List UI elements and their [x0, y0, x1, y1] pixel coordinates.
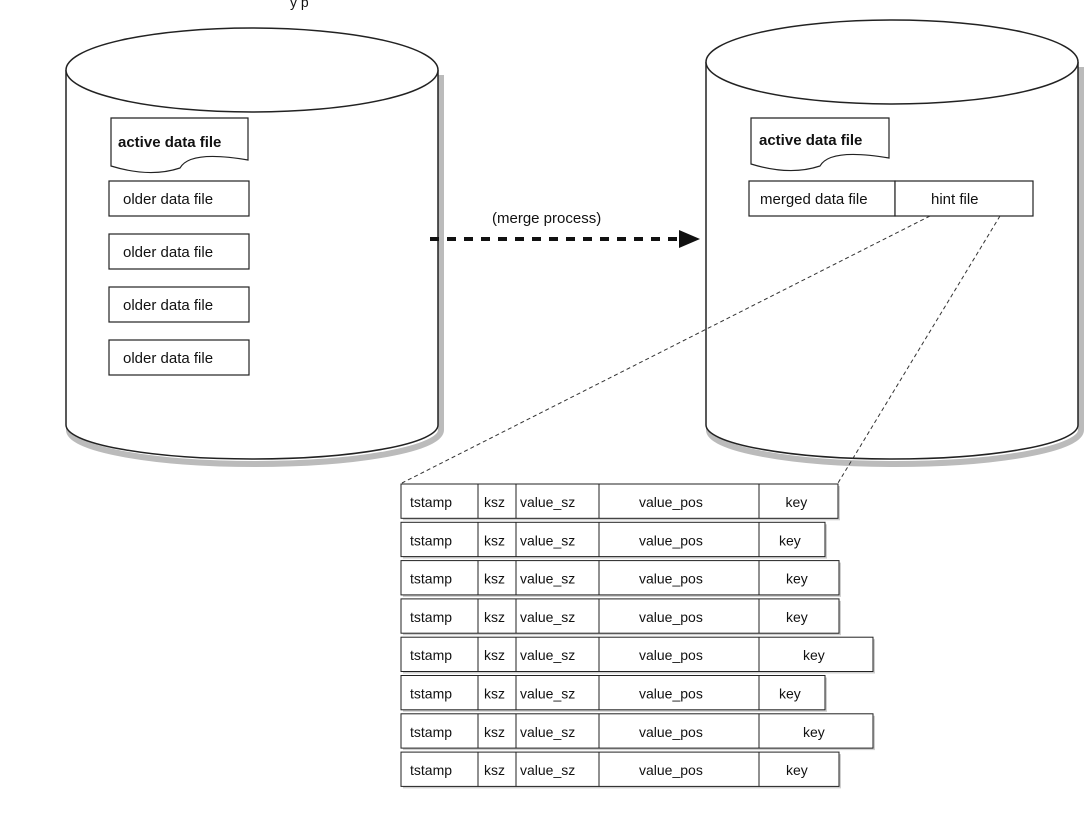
hint-table-cell-value-sz: value_sz [520, 571, 575, 587]
hint-table-cell-tstamp: tstamp [410, 609, 452, 625]
hint-file [894, 180, 1034, 217]
hint-table-cell-ksz: ksz [484, 686, 505, 702]
merged-data-file-label: merged data file [760, 191, 868, 208]
hint-table-row-box [400, 521, 826, 558]
hint-table-row: tstamp ksz value_sz value_pos key [400, 636, 875, 674]
hint-connector-right [837, 215, 1001, 484]
right-data-store: active data file merged data file hint f… [705, 19, 1084, 467]
hint-table-row: tstamp ksz value_sz value_pos key [400, 521, 827, 559]
hint-table-row: tstamp ksz value_sz value_pos key [400, 675, 827, 712]
hint-table-cell-value-pos: value_pos [639, 532, 703, 548]
left-active-file-shape [110, 117, 249, 174]
hint-table-cell-ksz: ksz [484, 609, 505, 625]
left-older-file-4 [108, 339, 250, 376]
merge-arrow-head [679, 230, 700, 248]
header-partial-text: y p [290, 0, 309, 10]
hint-table-cell-value-pos: value_pos [639, 494, 703, 510]
hint-table-cell-value-sz: value_sz [520, 494, 575, 510]
left-older-file-3-label: older data file [123, 297, 213, 314]
hint-table-row-box [400, 560, 840, 596]
hint-table-cell-key: key [786, 609, 808, 625]
left-older-file-1-label: older data file [123, 191, 213, 208]
hint-table-cell-tstamp: tstamp [410, 686, 452, 702]
hint-table-cell-value-pos: value_pos [639, 609, 703, 625]
hint-table-row: tstamp ksz value_sz value_pos key [400, 751, 841, 789]
hint-file-label: hint file [931, 191, 979, 208]
hint-table-cell-value-pos: value_pos [639, 571, 703, 587]
hint-table-cell-value-pos: value_pos [639, 762, 703, 778]
hint-table-cell-value-sz: value_sz [520, 686, 575, 702]
left-data-store: active data file older data file older d… [65, 27, 444, 467]
left-older-file-4-label: older data file [123, 350, 213, 367]
hint-table-row-box [400, 751, 840, 787]
hint-table-row-box [400, 636, 874, 673]
hint-table-cell-ksz: ksz [484, 724, 505, 740]
hint-table-cell-tstamp: tstamp [410, 494, 452, 510]
hint-table-cell-ksz: ksz [484, 762, 505, 778]
right-active-file-label: active data file [759, 132, 862, 149]
hint-table-cell-value-pos: value_pos [639, 647, 703, 663]
left-active-file-label: active data file [118, 134, 221, 151]
hint-table-cell-value-sz: value_sz [520, 532, 575, 548]
hint-table-cell-key: key [786, 762, 808, 778]
left-older-file-1 [108, 180, 250, 217]
hint-table-cell-ksz: ksz [484, 494, 505, 510]
hint-table-cell-key: key [786, 571, 808, 587]
hint-table-row: tstamp ksz value_sz value_pos key [400, 483, 840, 521]
hint-table-cell-value-pos: value_pos [639, 686, 703, 702]
hint-table-cell-ksz: ksz [484, 532, 505, 548]
hint-table-cell-tstamp: tstamp [410, 571, 452, 587]
hint-table-cell-tstamp: tstamp [410, 647, 452, 663]
hint-table-row-box [400, 713, 874, 749]
hint-table-row: tstamp ksz value_sz value_pos key [400, 560, 841, 597]
merged-data-file [748, 180, 896, 217]
hint-table-row-box [400, 483, 839, 519]
hint-table-cell-key: key [779, 686, 801, 702]
hint-table-cell-value-sz: value_sz [520, 724, 575, 740]
hint-table-row: tstamp ksz value_sz value_pos key [400, 713, 875, 751]
right-cylinder-top [705, 19, 1079, 105]
hint-table-cell-ksz: ksz [484, 647, 505, 663]
hint-table-row-box [400, 598, 840, 634]
left-older-file-2-label: older data file [123, 244, 213, 261]
merge-process-label: (merge process) [492, 210, 601, 227]
hint-table-cell-key: key [779, 532, 801, 548]
hint-table-cell-value-sz: value_sz [520, 762, 575, 778]
hint-connector-left [401, 215, 931, 484]
left-cylinder-top [65, 27, 439, 113]
left-older-file-3 [108, 286, 250, 323]
merge-arrow: (merge process) [430, 210, 700, 248]
hint-table-cell-tstamp: tstamp [410, 724, 452, 740]
hint-table-cell-value-sz: value_sz [520, 609, 575, 625]
hint-table-cell-key: key [803, 647, 825, 663]
hint-table-cell-ksz: ksz [484, 571, 505, 587]
hint-table-cell-value-pos: value_pos [639, 724, 703, 740]
left-older-file-2 [108, 233, 250, 270]
hint-table-cell-value-sz: value_sz [520, 647, 575, 663]
hint-table-cell-tstamp: tstamp [410, 762, 452, 778]
hint-table-cell-tstamp: tstamp [410, 532, 452, 548]
hint-table-cell-key: key [803, 724, 825, 740]
hint-table-row: tstamp ksz value_sz value_pos key [400, 598, 841, 636]
hint-table-row-box [400, 675, 826, 711]
hint-table-cell-key: key [786, 494, 808, 510]
right-active-file-shape [750, 117, 890, 172]
